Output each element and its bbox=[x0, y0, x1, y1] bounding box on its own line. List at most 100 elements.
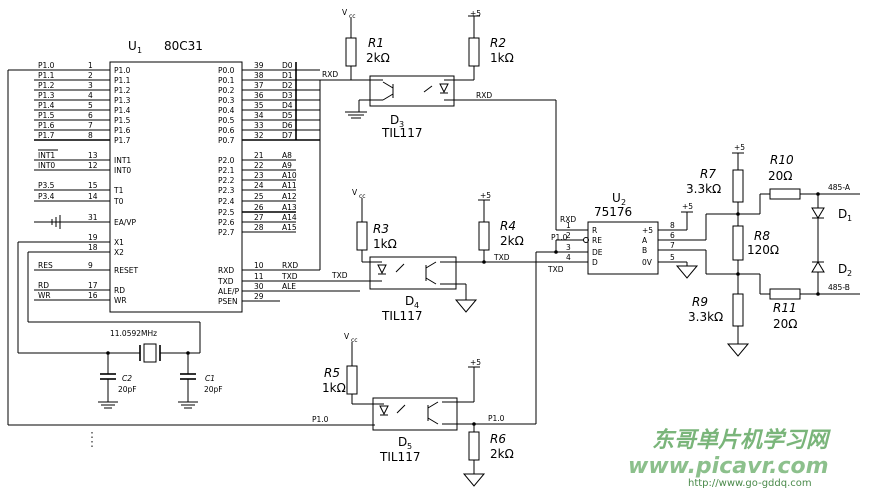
r4-ref: R4 bbox=[500, 219, 516, 233]
u2-pin-number: 7 bbox=[670, 241, 675, 250]
d3-collector bbox=[382, 81, 394, 89]
u2-pin-name: R bbox=[592, 226, 597, 235]
r1-ref: R1 bbox=[368, 36, 384, 50]
u1-pin-number: 38 bbox=[254, 71, 264, 80]
u1-part: 80C31 bbox=[164, 39, 203, 53]
d1-symbol bbox=[811, 207, 825, 219]
u1-pin-number: 7 bbox=[88, 121, 93, 130]
u1-pin-name: P0.4 bbox=[218, 106, 235, 115]
u1-pin-name: P2.2 bbox=[218, 176, 235, 185]
d4-collector bbox=[425, 261, 437, 269]
junction bbox=[736, 212, 740, 216]
r9-ref: R9 bbox=[692, 295, 708, 309]
b485-label: 485-B bbox=[828, 283, 850, 292]
d2-ref: D bbox=[838, 262, 847, 276]
u1-pin-number: 28 bbox=[254, 223, 264, 232]
p10-label-right: P1.0 bbox=[488, 414, 505, 423]
u1-pin-number: 31 bbox=[88, 213, 98, 222]
vcc-label: V bbox=[352, 188, 358, 197]
d3-part: TIL117 bbox=[381, 126, 422, 140]
u1-pin-net-label: D1 bbox=[282, 71, 293, 80]
u2-pin-name: B bbox=[642, 246, 647, 255]
u1-pin-number: 37 bbox=[254, 81, 264, 90]
u1-pin-number: 9 bbox=[88, 261, 93, 270]
u1-pin-name: P2.6 bbox=[218, 218, 235, 227]
d3-ref-sub: 3 bbox=[399, 120, 404, 129]
u1-pin-net-label: D2 bbox=[282, 81, 293, 90]
r1-val: 2kΩ bbox=[366, 51, 390, 65]
u1-pin-number: 32 bbox=[254, 131, 264, 140]
watermark-url: http://www.go-gddq.com bbox=[688, 478, 812, 489]
r3-val: 1kΩ bbox=[373, 237, 397, 251]
u1-pin-number: 16 bbox=[88, 291, 98, 300]
p10-label-left: P1.0 bbox=[312, 415, 329, 424]
u1-pin-number: 39 bbox=[254, 61, 264, 70]
u2-plus5: +5 bbox=[682, 202, 693, 211]
u1-pin-name: P2.4 bbox=[218, 197, 235, 206]
u1-pin-number: 27 bbox=[254, 213, 264, 222]
d4-ref-sub: 4 bbox=[414, 301, 419, 310]
ground-triangle bbox=[454, 299, 478, 313]
u1-pin-net-label: WR bbox=[38, 291, 51, 300]
u1-pin-number: 21 bbox=[254, 151, 264, 160]
xtal-body bbox=[143, 343, 157, 363]
u1-pin-name: P0.5 bbox=[218, 116, 235, 125]
opto-d4: D 4 TIL117 bbox=[369, 256, 457, 323]
r2-ref: R2 bbox=[490, 36, 506, 50]
u1-pin-name: P0.3 bbox=[218, 96, 235, 105]
u2-pin-number: 1 bbox=[566, 221, 571, 230]
r2-body bbox=[468, 37, 480, 67]
u2-pin-name: +5 bbox=[642, 226, 653, 235]
u1-pin-number: 10 bbox=[254, 261, 264, 270]
u1-pin-name: P0.7 bbox=[218, 136, 235, 145]
r4-plus5: +5 bbox=[480, 191, 491, 200]
u1-pin-number: 5 bbox=[88, 101, 93, 110]
watermark-en: www.picavr.com bbox=[628, 454, 829, 479]
r9-body bbox=[732, 293, 744, 327]
d5-emitter bbox=[427, 417, 439, 425]
d5-light-arrow bbox=[396, 404, 406, 414]
d1-ref: D bbox=[838, 207, 847, 221]
r2-val: 1kΩ bbox=[490, 51, 514, 65]
u2-ref-sub: 2 bbox=[621, 198, 626, 207]
u1-pin-name: P0.0 bbox=[218, 66, 235, 75]
u1-pin-name: PSEN bbox=[218, 297, 238, 306]
u1-pin-name: RD bbox=[114, 286, 125, 295]
r7-ref: R7 bbox=[700, 167, 716, 181]
vcc-sub: cc bbox=[349, 13, 356, 20]
r3-body bbox=[356, 221, 368, 251]
u1-pin-number: 22 bbox=[254, 161, 264, 170]
r7-val: 3.3kΩ bbox=[686, 182, 721, 196]
r5-val: 1kΩ bbox=[322, 381, 346, 395]
u2-pin-name: D bbox=[592, 258, 598, 267]
u1-pin-name: INT0 bbox=[114, 166, 131, 175]
u1-pin-number: 30 bbox=[254, 282, 264, 291]
u1-pin-net-label: INT1 bbox=[38, 151, 55, 160]
u2-pin-number: 8 bbox=[670, 221, 675, 230]
d2-ref-sub: 2 bbox=[847, 269, 852, 278]
r8-body bbox=[732, 225, 744, 261]
u1-pin-net-label: D7 bbox=[282, 131, 293, 140]
r2-plus5: +5 bbox=[470, 9, 481, 18]
u1-pin-number: 13 bbox=[88, 151, 98, 160]
opto-d3: D 3 TIL117 bbox=[369, 75, 455, 140]
u1-pin-name: P0.2 bbox=[218, 86, 235, 95]
u1-pin-net-label: P1.4 bbox=[38, 101, 55, 110]
vcc-label: V bbox=[344, 332, 350, 341]
r5-body bbox=[346, 365, 358, 395]
u1-pin-net-label: P1.0 bbox=[38, 61, 55, 70]
u1-pin-name: P2.3 bbox=[218, 186, 235, 195]
u1-pin-number: 11 bbox=[254, 272, 264, 281]
u1-pin-name: P0.6 bbox=[218, 126, 235, 135]
u1-pin-name: P1.5 bbox=[114, 116, 131, 125]
u1-pin-number: 18 bbox=[88, 243, 98, 252]
u2-pin-number: 5 bbox=[670, 253, 675, 262]
u1-pin-name: P1.7 bbox=[114, 136, 131, 145]
u2-pin-name: A bbox=[642, 236, 648, 245]
r8-val: 120Ω bbox=[747, 243, 779, 257]
r1-body bbox=[345, 37, 357, 67]
vcc-sub: cc bbox=[351, 337, 358, 344]
r6-val: 2kΩ bbox=[490, 447, 514, 461]
